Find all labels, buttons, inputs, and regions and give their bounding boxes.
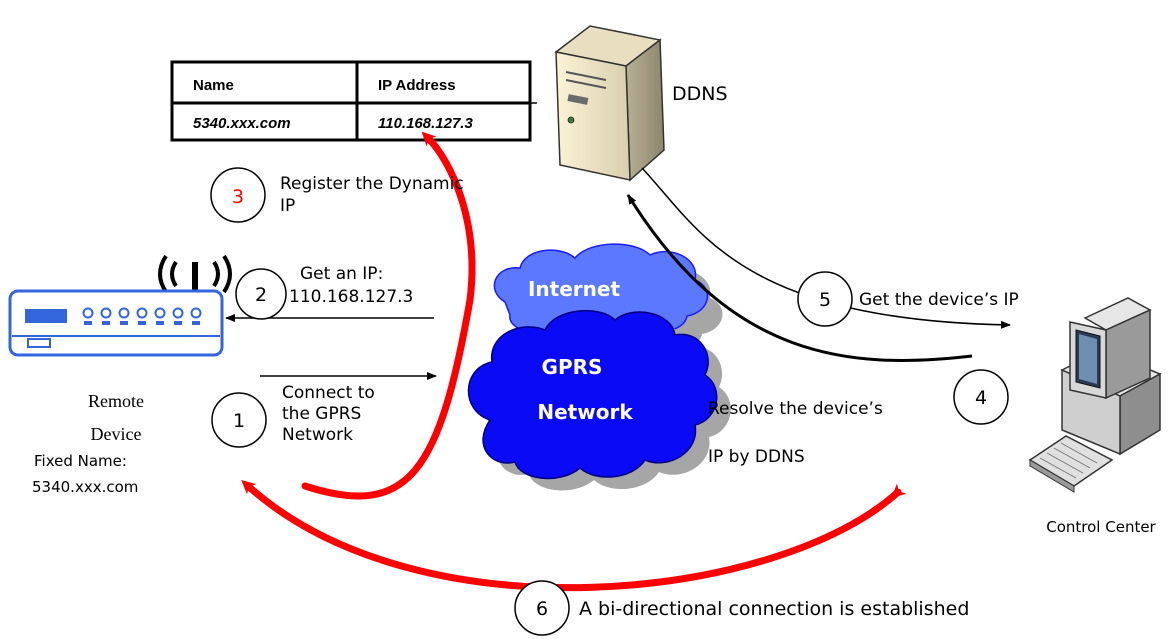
step-4-line2: IP by DDNS <box>708 447 805 467</box>
step-5-number: 5 <box>819 289 831 311</box>
step-4-number: 4 <box>975 387 987 409</box>
table-header-ip: IP Address <box>378 77 456 94</box>
step-3-line2: IP <box>280 196 295 216</box>
fixed-name-label: Fixed Name: <box>34 452 127 470</box>
gprs-label-line2: Network <box>537 400 633 424</box>
step-6-number: 6 <box>536 598 548 620</box>
step-1-line1: Connect to <box>282 383 375 403</box>
table-header-name: Name <box>193 77 234 94</box>
red-arrow-bidirectional <box>241 480 907 592</box>
remote-device-icon <box>8 254 232 357</box>
ddns-label: DDNS <box>672 83 728 105</box>
step-2: 2 Get an IP: 110.168.127.3 <box>235 264 413 320</box>
fixed-name-value: 5340.xxx.com <box>32 478 138 496</box>
remote-device-title-line2: Device <box>91 424 142 444</box>
step-2-number: 2 <box>255 284 267 306</box>
step-6: 6 A bi-directional connection is establi… <box>514 580 969 636</box>
gprs-label-line1: GPRS <box>542 355 603 379</box>
step-1-number: 1 <box>233 410 245 432</box>
step-2-line2: 110.168.127.3 <box>289 287 413 307</box>
step-1-line2: the GPRS <box>282 404 361 424</box>
table-cell-name: 5340.xxx.com <box>193 115 291 132</box>
ddns-server-icon <box>554 25 665 182</box>
step-2-line1: Get an IP: <box>300 264 383 284</box>
step-3-line1: Register the Dynamic <box>280 174 464 194</box>
step-4-line1: Resolve the device’s <box>708 399 883 419</box>
arrow-step4 <box>626 194 973 362</box>
step-5: 5 Get the device’s IP <box>797 271 1019 327</box>
step-5-line1: Get the device’s IP <box>859 290 1019 310</box>
step-6-line1: A bi-directional connection is establish… <box>579 598 969 620</box>
internet-label: Internet <box>528 277 620 301</box>
control-center-label: Control Center <box>1046 518 1156 536</box>
step-1-line3: Network <box>282 425 353 445</box>
remote-device-title-line1: Remote <box>88 391 144 411</box>
gprs-cloud <box>467 309 731 491</box>
table-cell-ip: 110.168.127.3 <box>378 115 473 132</box>
step-3-number: 3 <box>232 186 244 208</box>
step-4: 4 Resolve the device’s IP by DDNS <box>708 369 1009 467</box>
dns-table: Name IP Address 5340.xxx.com 110.168.127… <box>170 60 537 142</box>
step-3: 3 Register the Dynamic IP <box>210 167 464 223</box>
red-arrows <box>241 131 907 592</box>
control-center-computer-icon <box>1028 297 1162 493</box>
step-1: 1 Connect to the GPRS Network <box>211 383 375 448</box>
arrow-step5 <box>641 167 1011 329</box>
